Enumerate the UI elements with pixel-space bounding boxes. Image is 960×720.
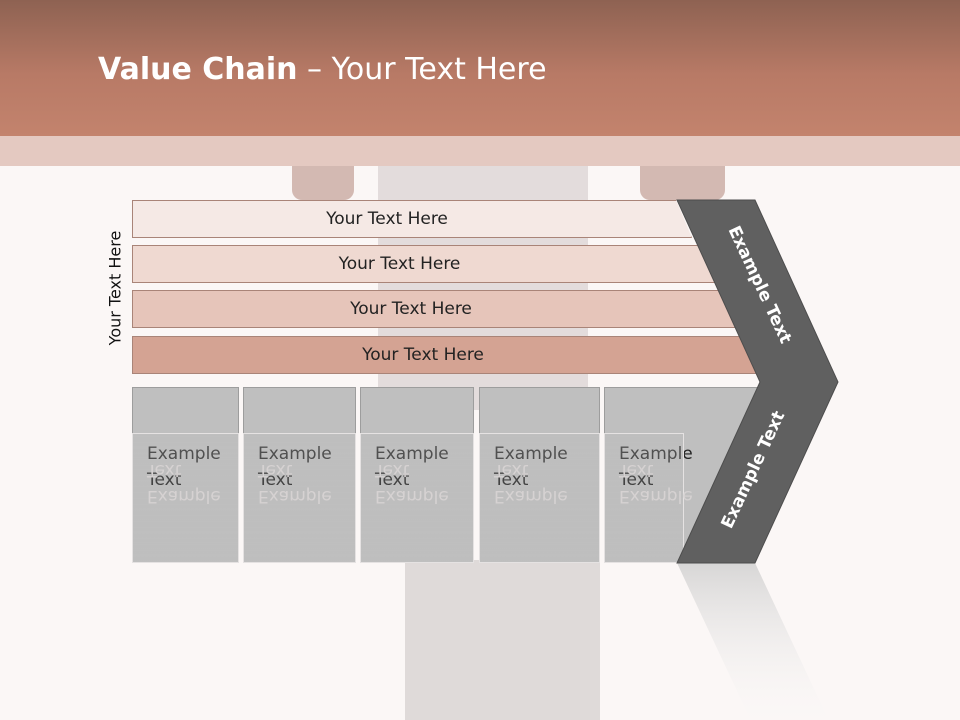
activity-line-2: Text xyxy=(258,467,355,493)
header-strip xyxy=(0,136,960,166)
activity-line-1: Example xyxy=(494,441,599,467)
activity-line-1: Example xyxy=(619,441,761,467)
title-bold: Value Chain xyxy=(98,52,298,87)
activity-line-2: Text xyxy=(375,467,473,493)
header-band xyxy=(0,0,960,136)
chevron-shape xyxy=(676,199,839,564)
support-row-4[interactable]: Your Text Here xyxy=(132,336,764,374)
support-row-label: Your Text Here xyxy=(326,209,448,229)
support-row-2[interactable]: Your Text Here xyxy=(132,245,717,283)
activity-line-1: Example xyxy=(147,441,238,467)
support-row-label: Your Text Here xyxy=(338,254,461,274)
support-row-1[interactable]: Your Text Here xyxy=(132,200,692,238)
slide-title[interactable]: Value Chain – Your Text Here xyxy=(98,52,547,87)
support-row-3[interactable]: Your Text Here xyxy=(132,290,740,328)
activity-line-1: Example xyxy=(375,441,473,467)
chevron-reflection xyxy=(677,563,829,720)
activity-line-2: Text xyxy=(147,467,238,493)
activity-line-2: Text xyxy=(494,467,599,493)
activity-line-1: Example xyxy=(258,441,355,467)
activity-line-2: Text xyxy=(619,467,761,493)
background-figure-legs xyxy=(405,560,600,720)
title-rest: – Your Text Here xyxy=(297,52,547,87)
support-row-label: Your Text Here xyxy=(350,299,472,319)
support-row-label: Your Text Here xyxy=(362,345,484,365)
